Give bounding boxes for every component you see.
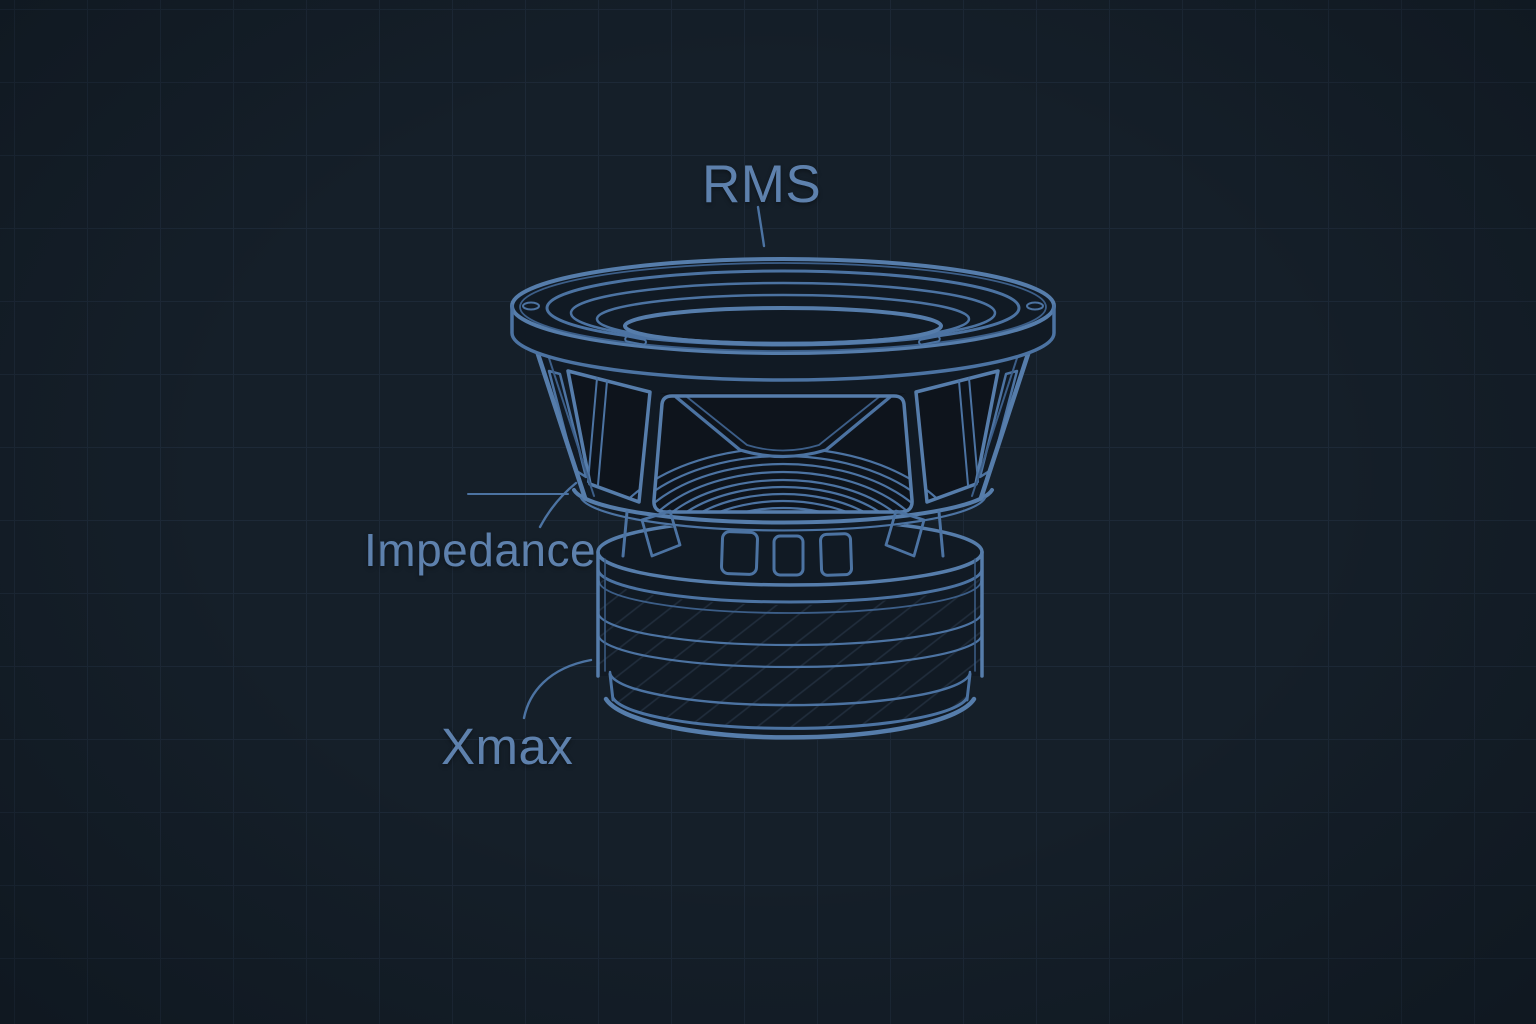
window-left-bars xyxy=(587,377,608,486)
surround-rings xyxy=(545,269,1021,347)
basket-edge-right xyxy=(978,345,1033,501)
leader-lines xyxy=(467,205,766,720)
impedance-leader-curve xyxy=(538,481,578,529)
magnet-ring-line xyxy=(598,580,982,614)
label-impedance: Impedance xyxy=(364,524,597,576)
window-right-bars xyxy=(958,377,979,486)
xmax-leader-line xyxy=(522,658,593,720)
magnet-bottom-plate-top xyxy=(608,670,972,707)
magnet-slab-seam-upper xyxy=(596,610,984,647)
label-xmax: Xmax xyxy=(441,718,574,775)
magnet-slab-seam-lower xyxy=(596,632,984,669)
magnet-bottom-edge-inner xyxy=(611,696,969,730)
neck-vent-2 xyxy=(772,534,805,577)
cone-neck-shadow xyxy=(660,393,906,457)
magnet-assembly xyxy=(596,517,984,740)
label-rms: RMS xyxy=(702,155,822,214)
basket xyxy=(533,345,1033,535)
neck-vent-3 xyxy=(819,532,854,577)
magnet-bottom-plate-sides xyxy=(608,672,972,702)
flange-screw-hole-right xyxy=(1026,301,1044,311)
flange-screw-hole-left xyxy=(522,301,540,311)
basket-edge-left-inner xyxy=(546,351,595,497)
neck-slot-left xyxy=(640,509,682,558)
neck-sides xyxy=(621,510,945,558)
mounting-flange xyxy=(510,257,1056,382)
neck-slot-right xyxy=(884,509,926,558)
basket-neck xyxy=(572,488,994,577)
basket-edge-right-inner xyxy=(971,351,1020,497)
neck-vent-1 xyxy=(720,530,759,576)
magnet-hatching xyxy=(598,572,982,730)
rms-leader-line xyxy=(756,205,766,248)
flange-outer-edge-inner xyxy=(519,262,1047,352)
basket-window-right xyxy=(914,369,1000,504)
basket-bottom-rim-outer xyxy=(572,488,994,525)
magnet-top-plate-bottom xyxy=(596,567,984,604)
magnet-bottom-edge-outer xyxy=(603,696,977,740)
cone-neck-inner-line xyxy=(686,396,880,452)
basket-window-left xyxy=(566,369,652,504)
basket-edge-left xyxy=(533,345,588,501)
basket-bottom-rim-inner xyxy=(579,496,987,532)
cone-neck-outline xyxy=(674,395,892,459)
flange-side-wall xyxy=(510,304,1056,382)
cone-edge-ring xyxy=(623,306,943,346)
